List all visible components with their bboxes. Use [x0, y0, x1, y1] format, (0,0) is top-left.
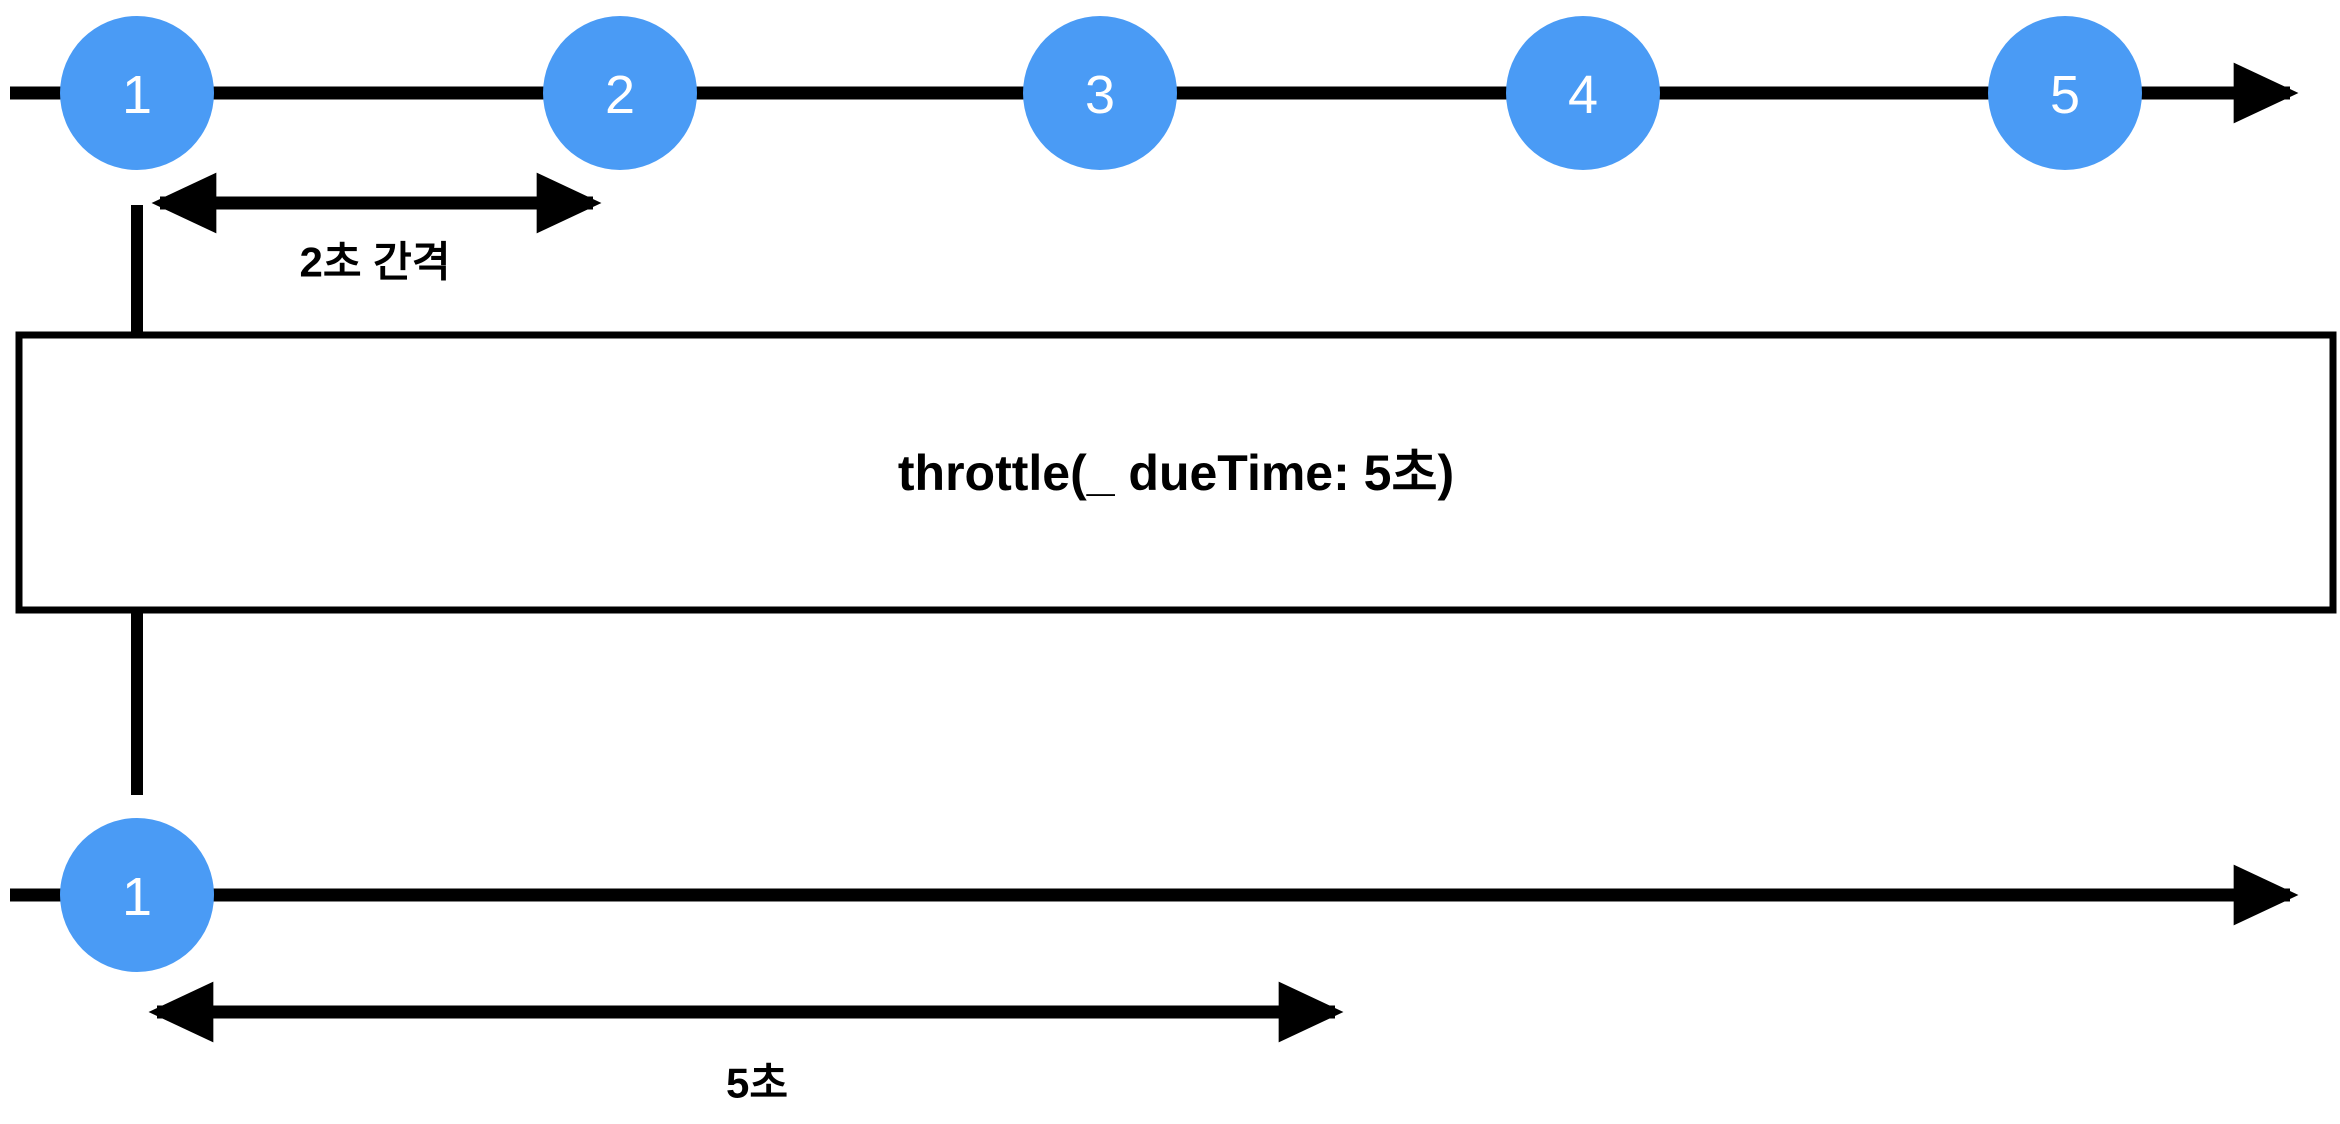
source-marble-1[interactable]: 1	[60, 16, 214, 170]
marble-circle[interactable]	[60, 16, 214, 170]
operator-box-rect[interactable]	[15, 331, 2337, 614]
result-timeline-group: 1	[10, 818, 2299, 972]
source-marble-2[interactable]: 2	[543, 16, 697, 170]
operator-signature-label: throttle(_ dueTime: 5초)	[898, 445, 1454, 501]
marble-circle[interactable]	[60, 818, 214, 972]
operator-box-group[interactable]: throttle(_ dueTime: 5초)	[15, 331, 2337, 614]
source-marble-4[interactable]: 4	[1506, 16, 1660, 170]
interval-measure-label: 2초 간격	[300, 239, 451, 286]
marble-circle[interactable]	[1988, 16, 2142, 170]
source-timeline-group: 1 2 3 4 5	[10, 16, 2299, 170]
marble-circle[interactable]	[1506, 16, 1660, 170]
duetime-measure-label: 5초	[726, 1060, 788, 1107]
marble-circle[interactable]	[543, 16, 697, 170]
source-marble-3[interactable]: 3	[1023, 16, 1177, 170]
duetime-measure-group: 5초	[148, 981, 1344, 1107]
marble-circle[interactable]	[1023, 16, 1177, 170]
result-marble-1[interactable]: 1	[60, 818, 214, 972]
source-marble-5[interactable]: 5	[1988, 16, 2142, 170]
interval-measure-group: 2초 간격	[151, 172, 602, 286]
